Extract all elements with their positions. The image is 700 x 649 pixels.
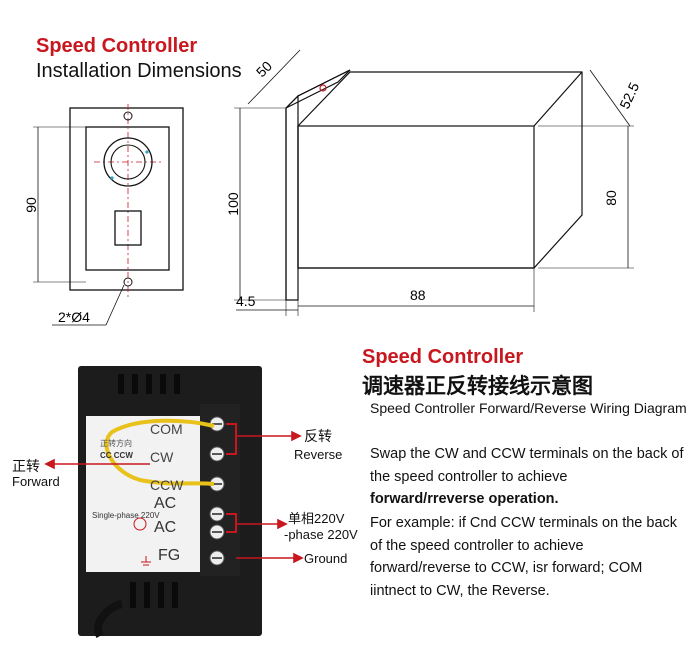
jumper-wire bbox=[104, 418, 215, 486]
device-ccw-small: CC CCW bbox=[100, 451, 133, 460]
dim-side-depth: 50 bbox=[253, 58, 275, 80]
label-reverse-en: Reverse bbox=[294, 447, 342, 462]
wiring-title-red: Speed Controller bbox=[362, 346, 524, 368]
side-body-outline bbox=[297, 71, 583, 269]
wiring-paragraph-1: Swap the CW and CCW terminals on the bac… bbox=[370, 443, 685, 511]
terminal-label-ac1: AC bbox=[154, 495, 176, 512]
installation-title: Installation Dimensions bbox=[36, 60, 242, 82]
label-forward-en: Forward bbox=[12, 474, 60, 489]
device-top-text: 正转方向 bbox=[100, 438, 132, 448]
front-plate-outline bbox=[69, 107, 184, 291]
wiring-paragraph-1a: Swap the CW and CCW terminals on the bac… bbox=[370, 446, 684, 485]
label-power-en: -phase 220V bbox=[284, 527, 358, 542]
dim-front-height: 90 bbox=[23, 197, 39, 213]
label-power-cn: 单相220V bbox=[288, 511, 345, 526]
mount-hole-bottom bbox=[123, 277, 133, 287]
label-ground: Ground bbox=[304, 551, 347, 566]
terminal-label-fg: FG bbox=[158, 547, 180, 564]
installation-drawing: 90 2*Ø4 100 50 52.5 80 4.5 88 bbox=[23, 49, 642, 326]
controller-wiring-illustration: 正转方向 CC CCW Single-phase 220V COM CW CCW… bbox=[12, 366, 358, 638]
knob-outline bbox=[103, 137, 153, 187]
dim-body-length: 88 bbox=[410, 287, 426, 303]
mount-hole-top bbox=[123, 111, 133, 121]
terminal-label-cw: CW bbox=[150, 449, 174, 465]
wiring-paragraph-1b: forward/rreverse operation. bbox=[370, 491, 559, 507]
wiring-subtitle: Speed Controller Forward/Reverse Wiring … bbox=[370, 400, 687, 416]
device-single-phase: Single-phase 220V bbox=[92, 511, 160, 520]
switch-outline bbox=[114, 210, 142, 246]
label-reverse-cn: 反转 bbox=[304, 428, 332, 444]
terminal-label-com: COM bbox=[150, 421, 183, 437]
label-forward-cn: 正转 bbox=[12, 458, 40, 474]
dim-side-height: 100 bbox=[225, 192, 241, 216]
dim-side-height-right: 80 bbox=[603, 190, 619, 206]
front-plate-inner bbox=[85, 126, 170, 271]
wiring-paragraph-2: For example: if Cnd CCW terminals on the… bbox=[370, 515, 678, 599]
dim-flange: 4.5 bbox=[236, 293, 256, 309]
dim-holes: 2*Ø4 bbox=[58, 309, 90, 325]
terminal-label-ac2: AC bbox=[154, 519, 176, 536]
wiring-title-cn: 调速器正反转接线示意图 bbox=[362, 374, 593, 398]
dim-side-width: 52.5 bbox=[616, 80, 642, 112]
terminal-label-ccw: CCW bbox=[150, 477, 184, 493]
installation-title-red: Speed Controller bbox=[36, 35, 198, 57]
